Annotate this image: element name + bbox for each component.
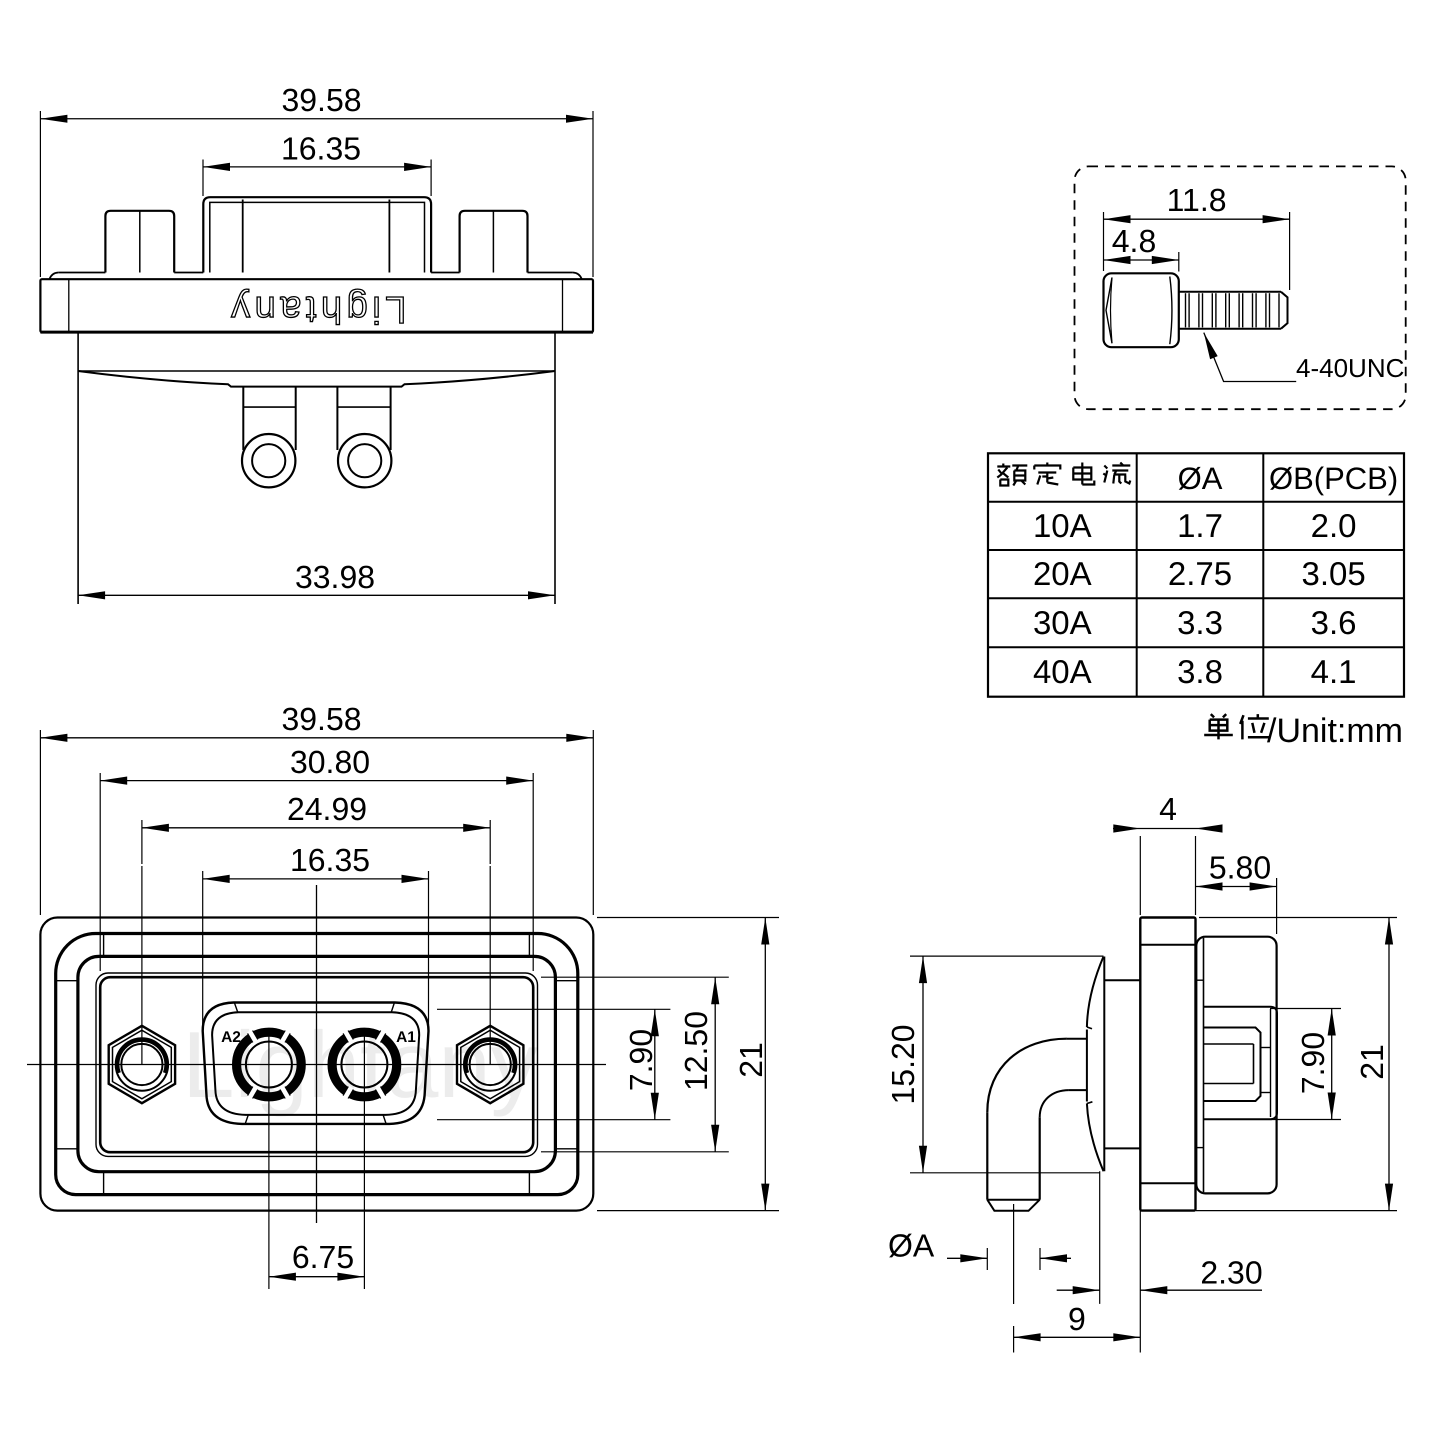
svg-text:40A: 40A bbox=[1033, 653, 1092, 690]
svg-text:30A: 30A bbox=[1033, 604, 1092, 641]
svg-text:33.98: 33.98 bbox=[295, 559, 375, 595]
svg-text:7.90: 7.90 bbox=[623, 1029, 659, 1091]
svg-text:2.30: 2.30 bbox=[1200, 1255, 1262, 1291]
svg-text:2.75: 2.75 bbox=[1168, 555, 1232, 592]
svg-text:Lightany: Lightany bbox=[227, 288, 407, 330]
svg-text:3.05: 3.05 bbox=[1301, 555, 1365, 592]
svg-text:21: 21 bbox=[1354, 1044, 1390, 1080]
svg-text:30.80: 30.80 bbox=[290, 744, 370, 780]
svg-text:12.50: 12.50 bbox=[678, 1011, 714, 1091]
svg-text:4.8: 4.8 bbox=[1112, 223, 1156, 259]
svg-text:20A: 20A bbox=[1033, 555, 1092, 592]
svg-text:16.35: 16.35 bbox=[281, 131, 361, 167]
svg-text:4.1: 4.1 bbox=[1311, 653, 1357, 690]
svg-text:3.3: 3.3 bbox=[1177, 604, 1223, 641]
svg-text:16.35: 16.35 bbox=[290, 842, 370, 878]
svg-text:3.6: 3.6 bbox=[1311, 604, 1357, 641]
svg-text:7.90: 7.90 bbox=[1295, 1032, 1331, 1094]
svg-text:3.8: 3.8 bbox=[1177, 653, 1223, 690]
svg-text:9: 9 bbox=[1068, 1301, 1086, 1337]
svg-text:ØB(PCB): ØB(PCB) bbox=[1269, 461, 1398, 496]
svg-text:21: 21 bbox=[733, 1042, 769, 1078]
svg-text:1.7: 1.7 bbox=[1177, 507, 1223, 544]
svg-text:/Unit:mm: /Unit:mm bbox=[1267, 712, 1403, 750]
svg-text:24.99: 24.99 bbox=[287, 791, 367, 827]
svg-text:A1: A1 bbox=[396, 1029, 416, 1046]
svg-text:11.8: 11.8 bbox=[1167, 182, 1227, 218]
svg-text:39.58: 39.58 bbox=[281, 701, 361, 737]
svg-text:A2: A2 bbox=[221, 1029, 241, 1046]
svg-text:39.58: 39.58 bbox=[281, 82, 361, 118]
svg-text:6.75: 6.75 bbox=[292, 1239, 354, 1275]
svg-text:10A: 10A bbox=[1033, 507, 1092, 544]
svg-text:4: 4 bbox=[1159, 791, 1177, 827]
svg-text:2.0: 2.0 bbox=[1311, 507, 1357, 544]
svg-text:15.20: 15.20 bbox=[885, 1024, 921, 1104]
svg-text:5.80: 5.80 bbox=[1209, 850, 1271, 886]
svg-text:ØA: ØA bbox=[1178, 461, 1223, 496]
svg-text:4-40UNC: 4-40UNC bbox=[1296, 353, 1404, 383]
svg-text:ØA: ØA bbox=[888, 1228, 935, 1264]
